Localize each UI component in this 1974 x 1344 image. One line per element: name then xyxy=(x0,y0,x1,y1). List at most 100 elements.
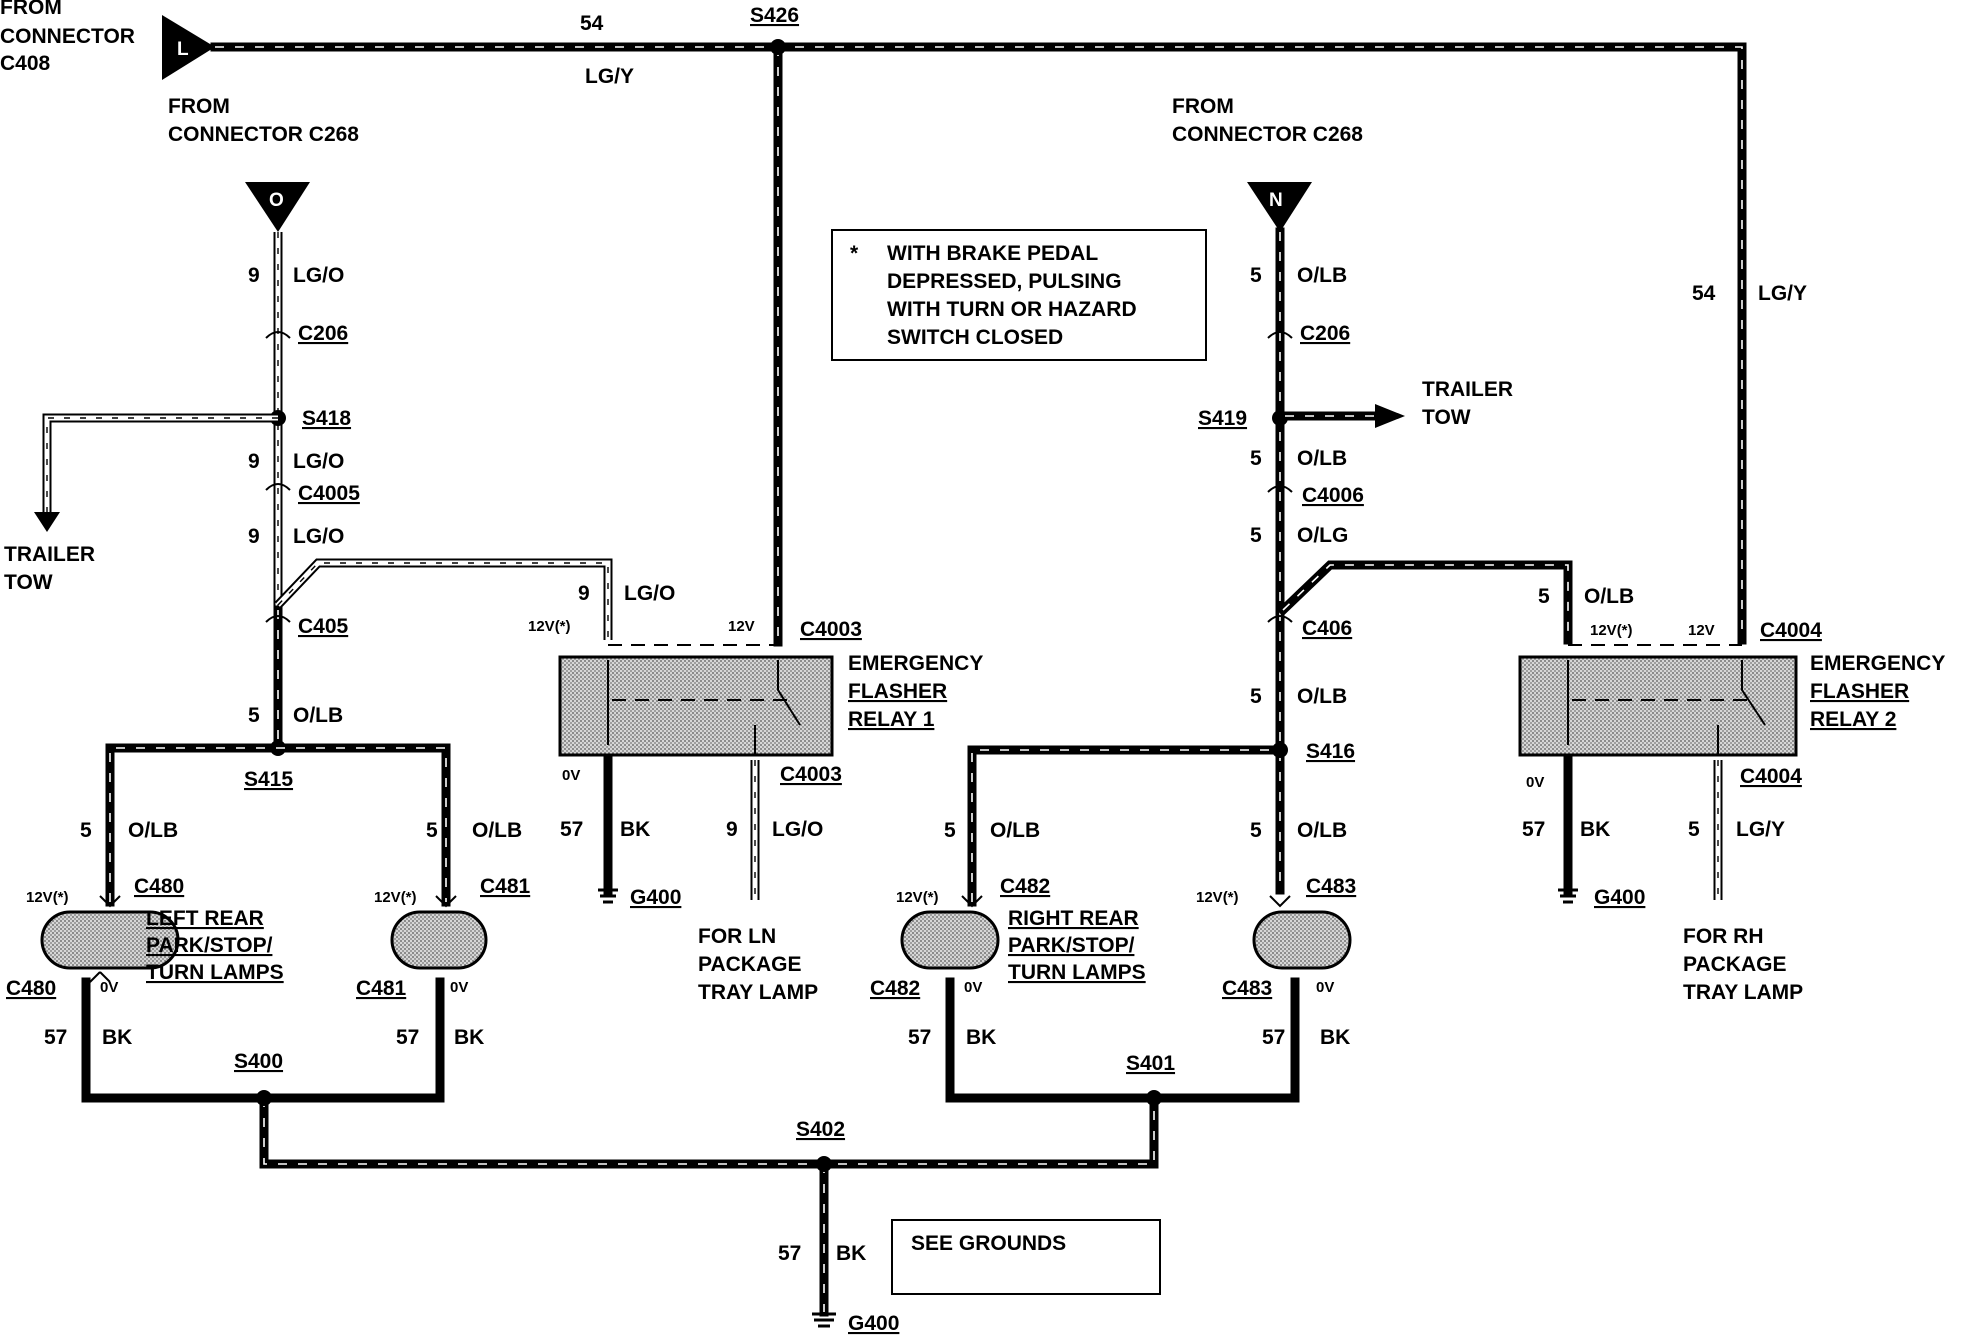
c268-right-pin: N xyxy=(1269,190,1283,211)
c268-right-line2: CONNECTOR C268 xyxy=(1172,123,1363,146)
right-feed-circuit: 54 xyxy=(1692,282,1716,305)
relay2-name2: FLASHER xyxy=(1810,680,1909,703)
relay2-for3: TRAY LAMP xyxy=(1683,981,1803,1004)
left-chain: 9 LG/O C206 S418 9 LG/O C4005 9 LG/O C40… xyxy=(244,232,360,791)
gl1-color: BK xyxy=(102,1026,132,1049)
emergency-flasher-relay-2: 12V(*) 12V C4004 EMERGENCY FLASHER RELAY… xyxy=(1518,619,1945,1004)
gr2-circuit: 57 xyxy=(1262,1026,1285,1049)
trailer-left-line1: TRAILER xyxy=(4,543,95,566)
top-wire-circuit: 54 xyxy=(580,12,604,35)
lamp481-v-top: 12V(*) xyxy=(374,889,417,906)
ground-network: 57 BK 57 BK 57 BK 57 BK S400 S401 S402 5… xyxy=(44,977,1350,1335)
lc-conn2: C4005 xyxy=(298,482,360,505)
relay1-conn-bottom: C4003 xyxy=(780,763,842,786)
relay1-v-bottom: 0V xyxy=(562,767,580,784)
from-c268-right: FROM CONNECTOR C268 N xyxy=(1172,95,1363,232)
relay2-v-right: 12V xyxy=(1688,622,1715,639)
gl1-circuit: 57 xyxy=(44,1026,67,1049)
lamp480-color: O/LB xyxy=(128,819,178,842)
gl2-circuit: 57 xyxy=(396,1026,419,1049)
note-line4: SWITCH CLOSED xyxy=(887,326,1063,349)
from-c408-label: FROM CONNECTOR C408 xyxy=(0,0,135,75)
right-lamp-feed: 5 O/LB 5 O/LB xyxy=(944,745,1347,907)
lamp480-v-bottom: 0V xyxy=(100,979,118,996)
lamp483-v-top: 12V(*) xyxy=(1196,889,1239,906)
lamp483-color: O/LB xyxy=(1297,819,1347,842)
relay2-in-circuit: 5 xyxy=(1538,585,1550,608)
c268-left-line2: CONNECTOR C268 xyxy=(168,123,359,146)
relay2-ground-icon xyxy=(1558,888,1578,904)
lamp482-conn-b: C482 xyxy=(870,977,920,1000)
relay1-in-circuit: 9 xyxy=(578,582,590,605)
c268-left-pin: O xyxy=(269,190,284,211)
gr2-color: BK xyxy=(1320,1026,1350,1049)
relay1-conn-top: C4003 xyxy=(800,618,862,641)
lamp481-conn: C481 xyxy=(480,875,531,898)
rc-c3: 5 xyxy=(1250,524,1262,547)
lamp481-color: O/LB xyxy=(472,819,522,842)
lc-conn1: C206 xyxy=(298,322,348,345)
rc-splice1: S419 xyxy=(1198,407,1247,430)
relay1-v-right: 12V xyxy=(728,618,755,635)
trailer-right-arrow xyxy=(1375,404,1405,428)
relay1-ground: G400 xyxy=(630,886,681,909)
lamp-c483: 12V(*) C483 C483 0V xyxy=(1196,875,1356,1000)
main-ground-icon xyxy=(812,1312,836,1328)
c268-left-line1: FROM xyxy=(168,95,230,118)
c408-line1: FROM xyxy=(0,0,62,19)
connector-n-pin xyxy=(1247,182,1312,232)
right-name-line3: TURN LAMPS xyxy=(1008,961,1146,984)
left-lamp-feed: 5 O/LB 5 O/LB xyxy=(80,743,522,907)
lamp482-v-top: 12V(*) xyxy=(896,889,939,906)
relay2-conn-bottom: C4004 xyxy=(1740,765,1802,788)
relay1-name1: EMERGENCY xyxy=(848,652,983,675)
rc-conn1: C206 xyxy=(1300,322,1350,345)
splice-right-label: S401 xyxy=(1126,1052,1175,1075)
right-name-line2: PARK/STOP/ xyxy=(1008,934,1135,957)
left-name-line3: TURN LAMPS xyxy=(146,961,284,984)
relay2-out-color: LG/Y xyxy=(1736,818,1785,841)
c206-right-mark xyxy=(1267,331,1293,339)
relay1-for3: TRAY LAMP xyxy=(698,981,818,1004)
relay2-gnd-circuit: 57 xyxy=(1522,818,1545,841)
relay2-for2: PACKAGE xyxy=(1683,953,1786,976)
splice-s401 xyxy=(1146,1090,1162,1106)
lc-c2: 9 xyxy=(248,450,260,473)
lamp480-conn-b: C480 xyxy=(6,977,56,1000)
c408-line3: C408 xyxy=(0,52,51,75)
c405-mark xyxy=(265,615,291,623)
relay1-gnd-circuit: 57 xyxy=(560,818,583,841)
right-chain: 5 O/LB C206 S419 5 O/LB C4006 5 O/LG C40… xyxy=(1198,227,1364,895)
relay1-in-color: LG/O xyxy=(624,582,675,605)
rc-c1: 5 xyxy=(1250,264,1262,287)
relay2-ground: G400 xyxy=(1594,886,1645,909)
lc-col1: LG/O xyxy=(293,264,344,287)
connector-o-pin xyxy=(245,182,310,232)
relay1-out-color: LG/O xyxy=(772,818,823,841)
see-grounds-box: SEE GROUNDS xyxy=(891,1219,1161,1295)
relay2-out-circuit: 5 xyxy=(1688,818,1700,841)
lamp481-v-bottom: 0V xyxy=(450,979,468,996)
trailer-left-line2: TOW xyxy=(4,571,53,594)
gr1-color: BK xyxy=(966,1026,996,1049)
relay1-name3: RELAY 1 xyxy=(848,708,935,731)
main-circuit: 57 xyxy=(778,1242,801,1265)
lc-splice2: S415 xyxy=(244,768,293,791)
note-line2: DEPRESSED, PULSING xyxy=(887,270,1122,293)
note-star: * xyxy=(850,242,859,265)
rc-c4: 5 xyxy=(1250,685,1262,708)
lamp481-conn-b: C481 xyxy=(356,977,407,1000)
splice-left-label: S400 xyxy=(234,1050,283,1073)
rc-splice2: S416 xyxy=(1306,740,1355,763)
relay1-ground-icon xyxy=(598,888,618,904)
lamp480-conn: C480 xyxy=(134,875,184,898)
lamp480-v-top: 12V(*) xyxy=(26,889,69,906)
trailer-tow-right: TRAILER TOW xyxy=(1280,378,1513,429)
note-line1: WITH BRAKE PEDAL xyxy=(887,242,1098,265)
lamp-c482: 12V(*) C482 C482 0V xyxy=(870,875,1050,1000)
note-box: * WITH BRAKE PEDAL DEPRESSED, PULSING WI… xyxy=(831,229,1207,361)
c4005-mark xyxy=(265,483,291,491)
right-feed-color: LG/Y xyxy=(1758,282,1807,305)
trailer-left-arrow xyxy=(34,512,60,532)
splice-s402 xyxy=(816,1156,832,1172)
